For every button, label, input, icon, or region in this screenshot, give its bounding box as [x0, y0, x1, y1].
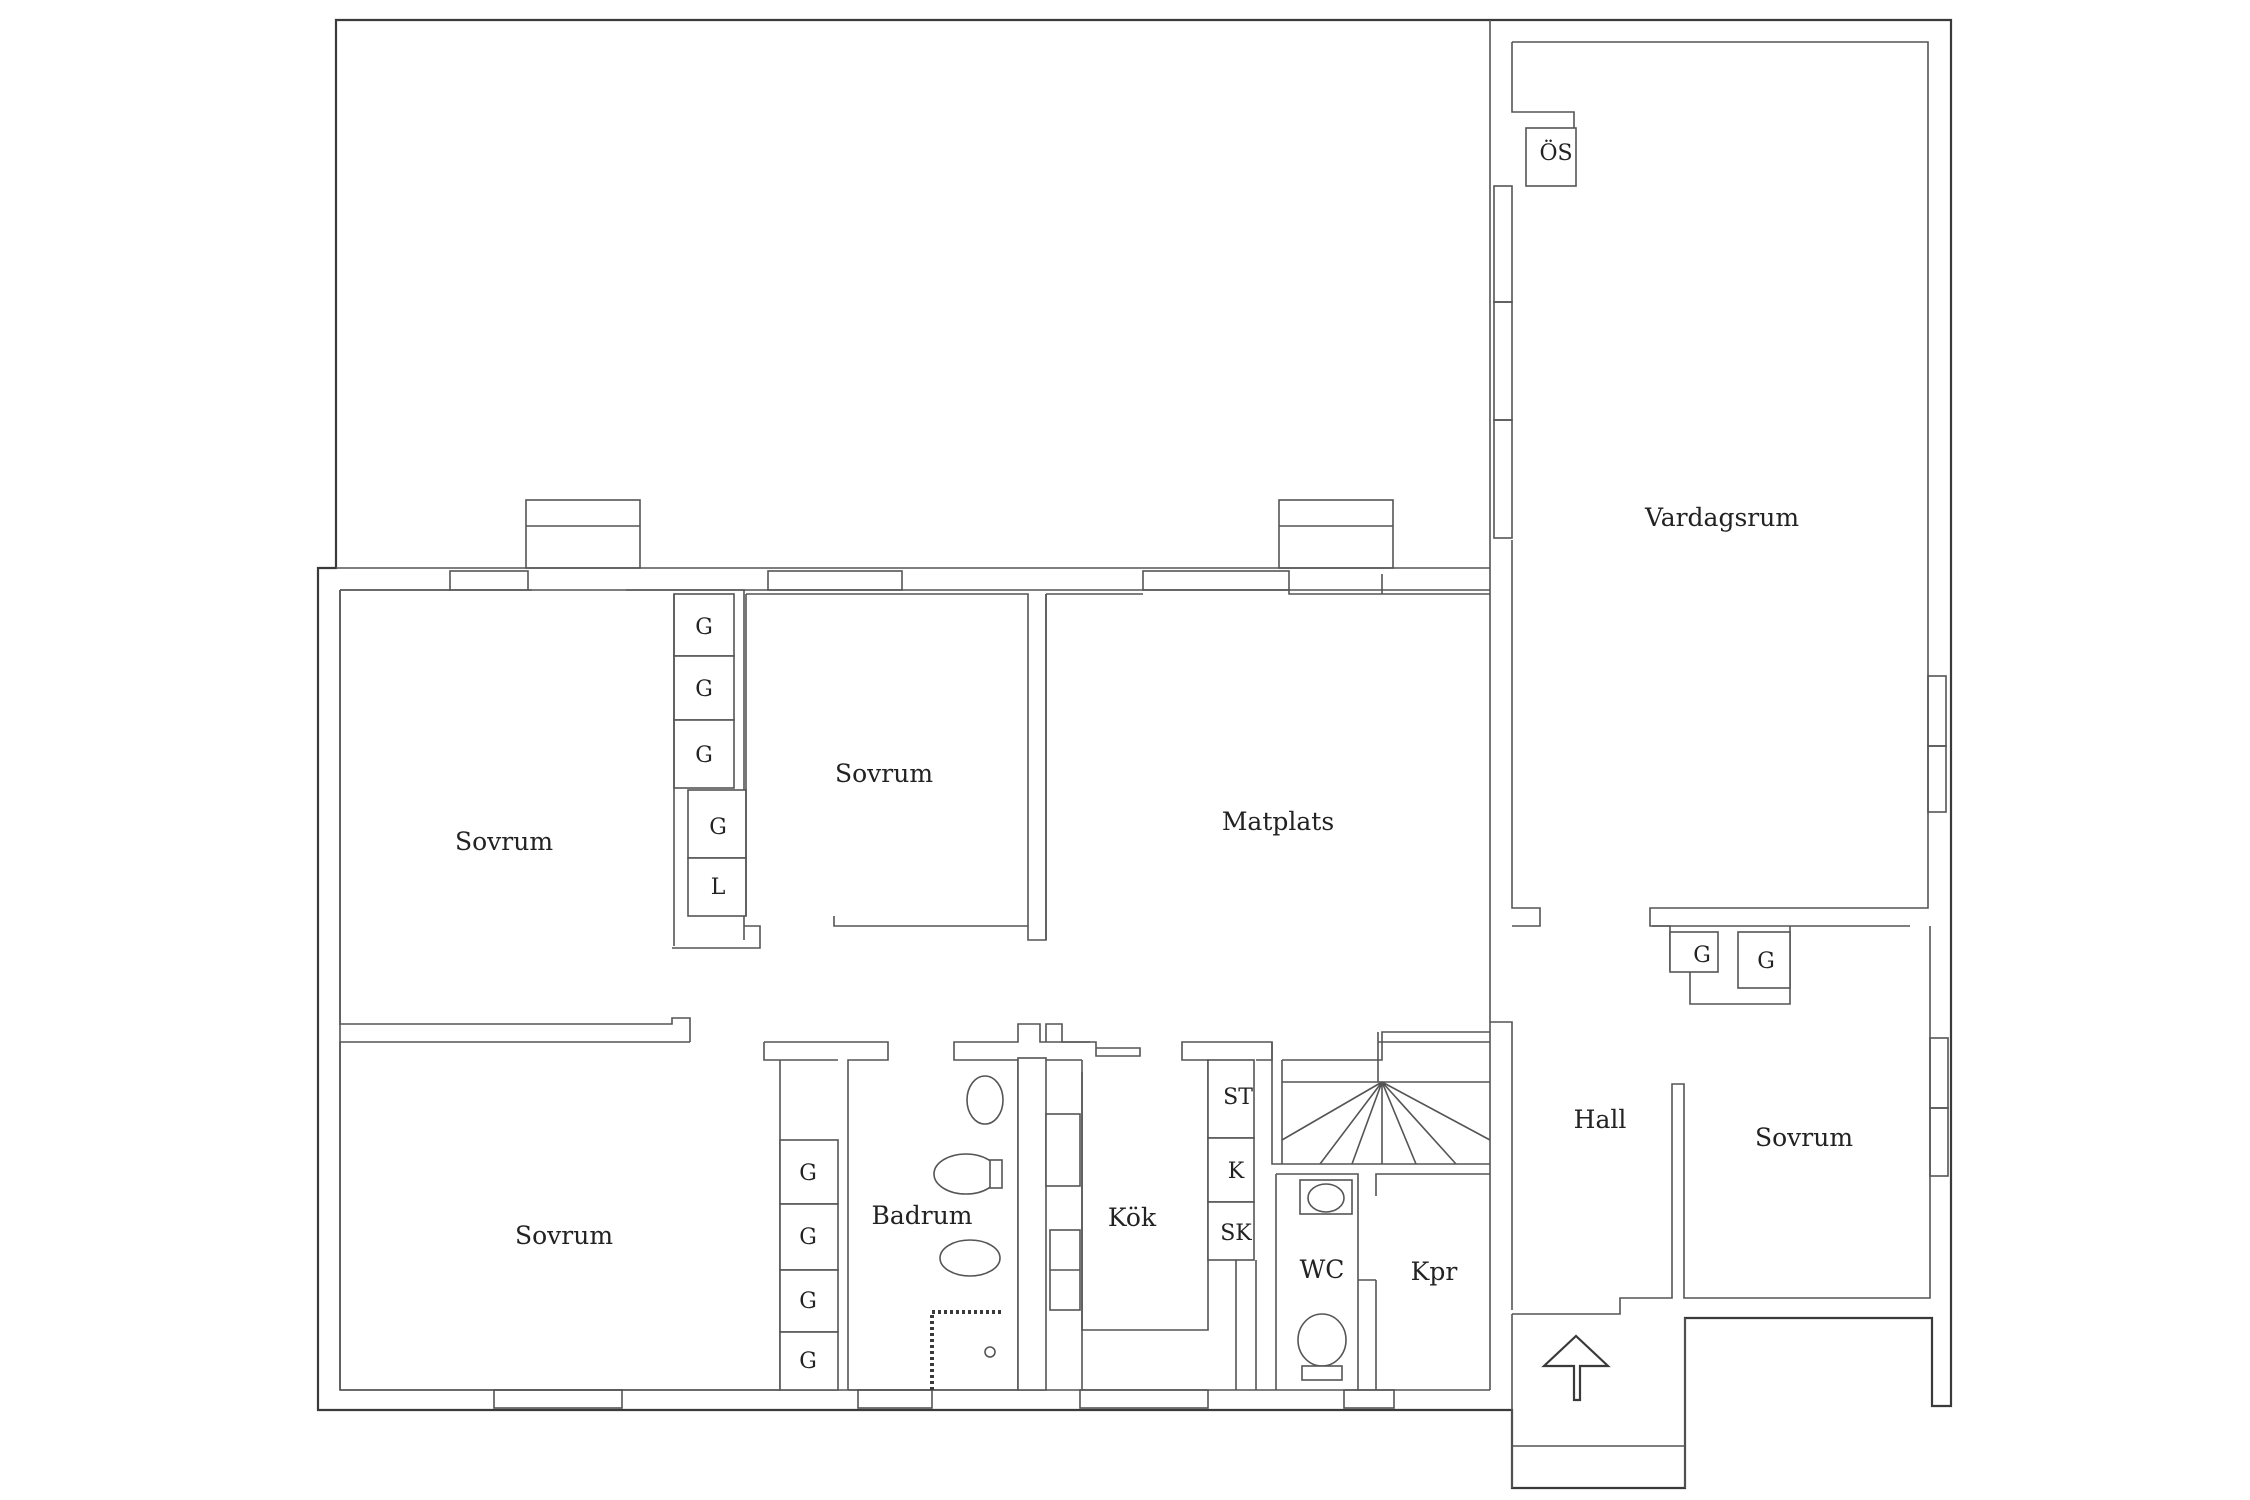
stove-icon: [1045, 1113, 1081, 1187]
windows-north: [449, 570, 1290, 591]
hall: [1490, 925, 1949, 1488]
bedroom-3: [339, 1041, 780, 1409]
label-closet-g9: G: [799, 1289, 817, 1314]
partition-wall: [1017, 1057, 1047, 1391]
label-k: K: [1228, 1159, 1245, 1184]
label-closet-g4: G: [709, 815, 727, 840]
label-hall: Hall: [1574, 1105, 1627, 1134]
label-closet-g10: G: [799, 1349, 817, 1374]
label-sovrum-1: Sovrum: [455, 827, 553, 856]
label-closet-g6: G: [1757, 949, 1775, 974]
bathroom: [848, 1023, 1090, 1409]
outer-walls: [316, 18, 1953, 1490]
label-closet-g7: G: [799, 1161, 817, 1186]
label-matplats: Matplats: [1222, 807, 1334, 836]
label-closet-g1: G: [695, 615, 713, 640]
sink-icon: [966, 1075, 1004, 1125]
wc-and-closet: [1275, 1173, 1490, 1409]
dining-area: [1045, 574, 1490, 940]
closet-labels: ÖS G G G G L G G G G G G ST K SK: [695, 139, 1775, 1374]
label-sk: SK: [1220, 1221, 1252, 1246]
shower-icon: [930, 1310, 1004, 1390]
label-closet-g2: G: [695, 677, 713, 702]
kitchen: [1045, 1023, 1273, 1409]
label-closet-l1: L: [711, 875, 726, 900]
bidet-icon: [939, 1239, 1001, 1277]
toilet-icon: [933, 1153, 999, 1195]
living-room: [1493, 41, 1947, 927]
label-wc: WC: [1300, 1255, 1345, 1284]
label-closet-g3: G: [695, 743, 713, 768]
label-closet-g5: G: [1693, 943, 1711, 968]
label-sovrum-4: Sovrum: [1755, 1123, 1853, 1152]
label-vardagsrum: Vardagsrum: [1644, 503, 1799, 532]
os-fireplace: [1525, 127, 1577, 187]
label-sovrum-3: Sovrum: [515, 1221, 613, 1250]
entrance-arrow-icon: [1541, 1334, 1611, 1402]
wc-toilet-icon: [1297, 1313, 1347, 1367]
label-kpr: Kpr: [1411, 1257, 1458, 1286]
shower-drain-icon: [984, 1346, 996, 1358]
terrace-area: [336, 499, 1490, 569]
staircase: [1271, 1031, 1491, 1165]
label-os: ÖS: [1539, 139, 1572, 166]
label-badrum: Badrum: [871, 1201, 972, 1230]
closets-bedroom-1: [673, 593, 747, 946]
label-sovrum-2: Sovrum: [835, 759, 933, 788]
label-closet-g8: G: [799, 1225, 817, 1250]
closets-bedroom-3: [763, 1041, 889, 1391]
label-kok: Kök: [1108, 1203, 1157, 1232]
room-labels: Vardagsrum Sovrum Sovrum Matplats Sovrum…: [455, 503, 1853, 1286]
label-st: ST: [1223, 1085, 1253, 1110]
